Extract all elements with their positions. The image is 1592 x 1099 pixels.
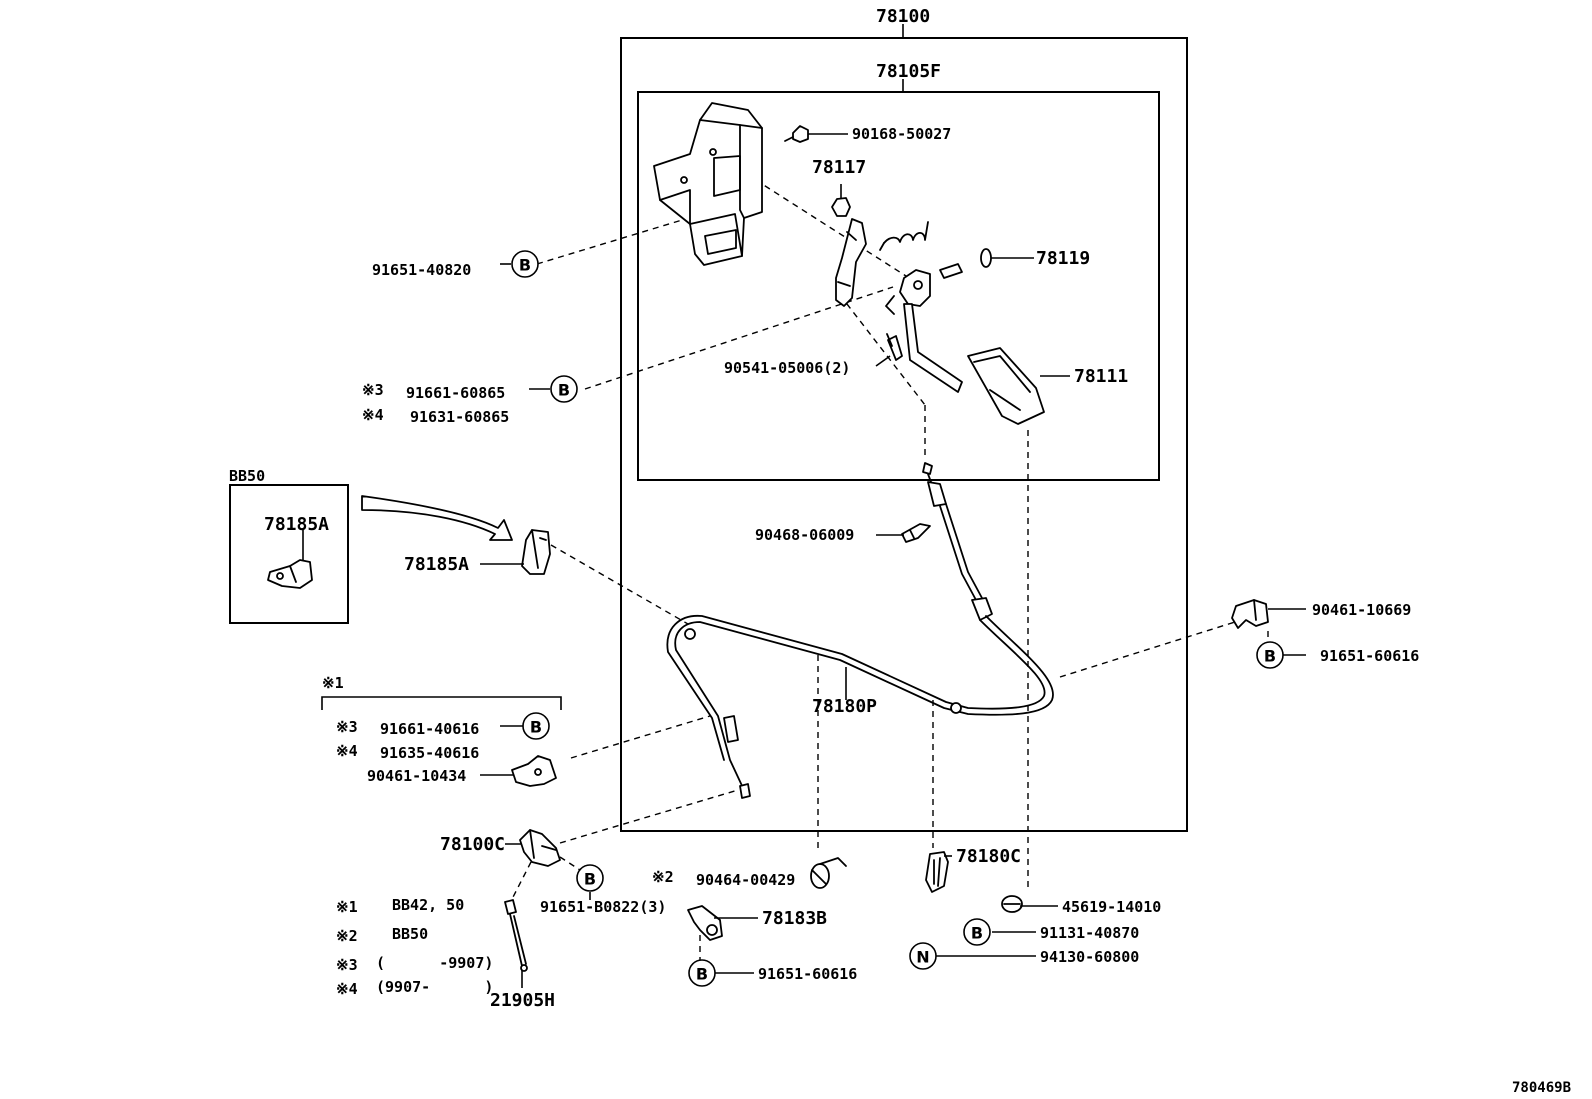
marker-b-bracket: B: [576, 864, 604, 892]
dash-clamp-to-cable: [550, 544, 689, 625]
label-note1-group: ※1: [322, 674, 344, 692]
return-spring-part: [879, 221, 929, 251]
label-pin: 90541-05006(2): [724, 359, 850, 377]
label-nut: 94130-60800: [1040, 948, 1139, 966]
label-bolt-right: 91651-60616: [1320, 647, 1419, 665]
label-stopper: 45619-14010: [1062, 898, 1161, 916]
label-grommet: 78180C: [956, 846, 1021, 867]
svg-text:B: B: [519, 256, 531, 275]
pin-part: [886, 333, 903, 361]
stopper-part: [1001, 895, 1023, 913]
cable-bracket-part: [519, 829, 561, 867]
clamp-left-part: [511, 755, 557, 787]
footnote-text: BB42, 50: [392, 896, 464, 914]
svg-text:B: B: [558, 381, 570, 400]
label-bolt-left: 91651-40820: [372, 261, 471, 279]
marker-b-left: B: [511, 250, 539, 278]
label-clamp-right: 90461-10669: [1312, 601, 1411, 619]
footnote-mark: ※1: [336, 898, 358, 916]
label-band: 90464-00429: [696, 871, 795, 889]
dash-bracket-to-rod: [509, 861, 532, 904]
bolt-top-part: [784, 125, 809, 143]
footnotes: ※1 BB42, 50 ※2 BB50 ※3 ( -9907) ※4 (9907…: [336, 896, 493, 998]
label-clip-cable: 90468-06009: [755, 526, 854, 544]
bush-part: [831, 197, 851, 217]
marker-b-group: B: [522, 712, 550, 740]
label-bolt-g3: 91661-40616: [380, 720, 479, 738]
assembly-frame: [620, 37, 1188, 832]
footnote-text: (9907- ): [376, 978, 493, 996]
pedal-pad-part: [967, 347, 1045, 425]
label-washer: 78119: [1036, 248, 1090, 269]
svg-text:B: B: [584, 870, 596, 889]
label-note4-a: ※4: [362, 406, 384, 424]
pedal-subassembly-frame: [637, 91, 1160, 481]
label-assy: 78100: [876, 6, 930, 27]
label-clamp: 78185A: [404, 554, 469, 575]
label-clamp-inset: 78185A: [264, 514, 329, 535]
label-bolt-s4: 91631-60865: [410, 408, 509, 426]
dash-left-bolt: [570, 715, 711, 759]
dash-bracket-to-arm: [736, 167, 907, 277]
rod-part: [504, 899, 528, 972]
footnote-text: BB50: [392, 925, 428, 943]
label-note2: ※2: [652, 868, 674, 886]
label-cable: 78180P: [812, 696, 877, 717]
footnote-mark: ※3: [336, 956, 358, 974]
grommet-part: [925, 851, 949, 893]
retainer-part: [687, 905, 723, 941]
label-rod: 21905H: [490, 990, 555, 1011]
label-bush: 78117: [812, 157, 866, 178]
label-figure-no: 780469B: [1512, 1080, 1571, 1096]
label-note4-b: ※4: [336, 742, 358, 760]
label-bb50-box: BB50: [229, 467, 265, 485]
label-bolt-bottom: 91651-60616: [758, 965, 857, 983]
svg-text:B: B: [530, 718, 542, 737]
bb50-inset-frame: [229, 484, 349, 624]
svg-text:N: N: [916, 948, 929, 967]
label-bolt-b822: 91651-B0822(3): [540, 898, 666, 916]
band-clip-part: [810, 857, 847, 889]
label-pedal-sub: 78105F: [876, 61, 941, 82]
pedal-bracket-part: [653, 102, 763, 266]
label-bracket: 78100C: [440, 834, 505, 855]
footnote-mark: ※2: [336, 927, 358, 945]
label-bolt-top: 90168-50027: [852, 125, 951, 143]
dash-arm-to-cable: [839, 294, 926, 406]
dash-right-clamp: [1059, 621, 1236, 678]
marker-b-s3: B: [550, 375, 578, 403]
dash-bracket-to-cable: [559, 789, 739, 844]
svg-text:B: B: [971, 924, 983, 943]
pedal-cable-end-part: [922, 462, 993, 621]
footnote-text: ( -9907): [376, 954, 493, 972]
cable-clip-part: [901, 523, 931, 543]
marker-b-right: B: [1256, 641, 1284, 669]
label-note3-b: ※3: [336, 718, 358, 736]
label-bolt-g4: 91635-40616: [380, 744, 479, 762]
clamp-inset-part: [267, 559, 313, 589]
marker-b-stopper: B: [963, 918, 991, 946]
label-bolt-s3: 91661-60865: [406, 384, 505, 402]
label-bolt-b870: 91131-40870: [1040, 924, 1139, 942]
dash-bracket-to-bolt: [559, 856, 581, 871]
footnote-mark: ※4: [336, 980, 358, 998]
marker-n-nut: N: [909, 942, 937, 970]
note-1-group-bracket: [321, 696, 562, 710]
svg-text:B: B: [696, 965, 708, 984]
clamp-right-part: [1231, 599, 1269, 629]
label-clamp-left: 90461-10434: [367, 767, 466, 785]
pedal-arm-part: [835, 218, 867, 307]
clamp-part: [521, 529, 551, 575]
pedal-lever-part: [885, 269, 963, 393]
callout-arrow: [361, 495, 513, 541]
svg-text:B: B: [1264, 647, 1276, 666]
marker-b-bottom: B: [688, 959, 716, 987]
label-note3-a: ※3: [362, 381, 384, 399]
collar-part: [939, 248, 992, 279]
label-retainer: 78183B: [762, 908, 827, 929]
accelerator-cable-part: [666, 615, 1054, 799]
label-pad: 78111: [1074, 366, 1128, 387]
